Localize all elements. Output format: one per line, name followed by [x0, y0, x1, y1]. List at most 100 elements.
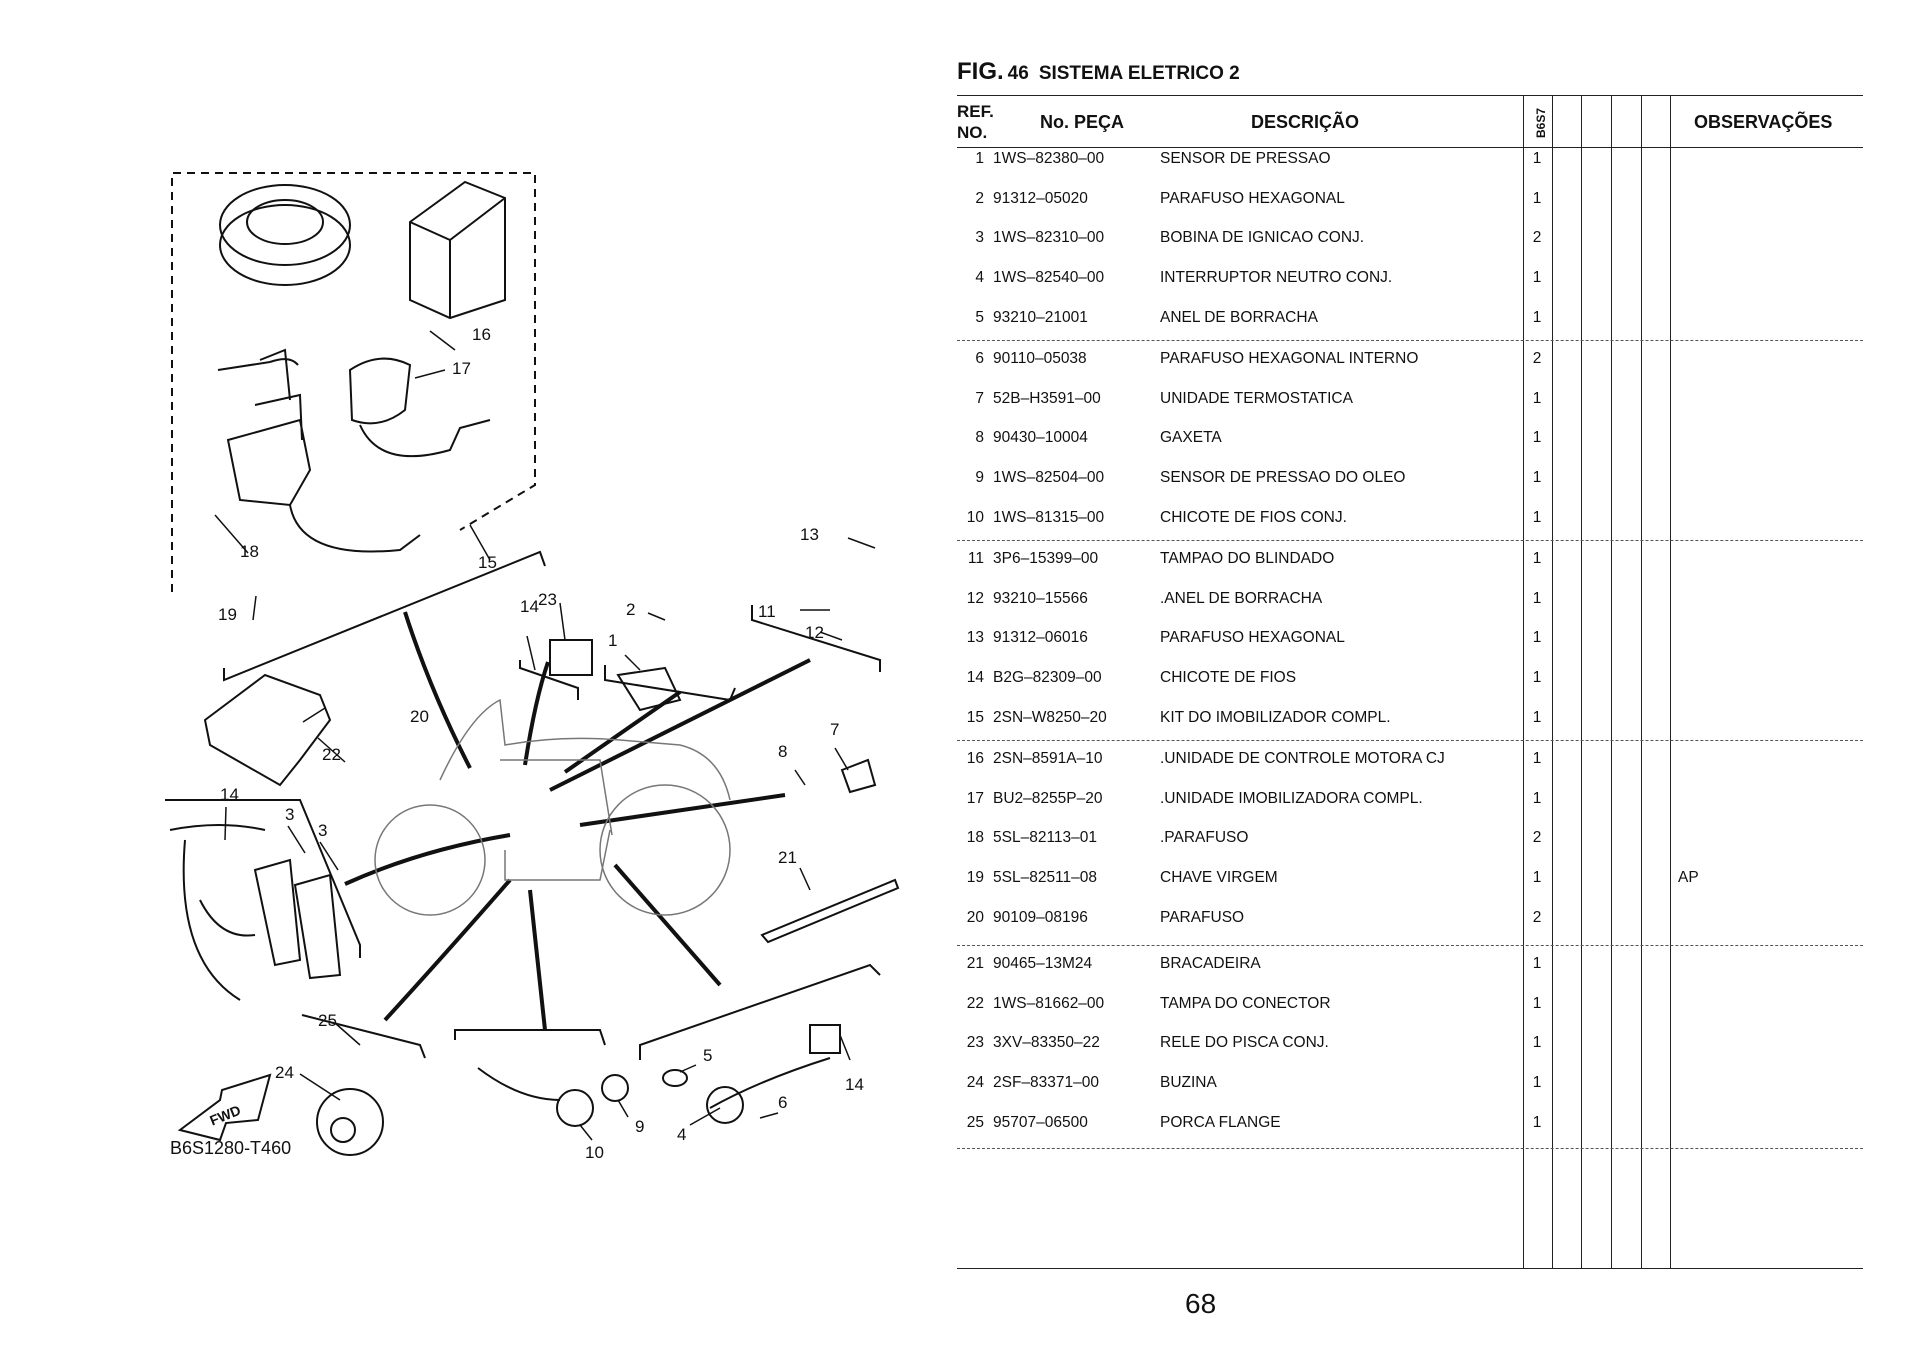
callout-number: 13 — [800, 525, 819, 544]
description-cell: .ANEL DE BORRACHA — [1160, 589, 1323, 607]
ref-no-cell: 15 — [966, 708, 984, 726]
figure-name: SISTEMA ELETRICO 2 — [1038, 63, 1240, 84]
cable-tie-drawing — [760, 878, 900, 944]
sub-harness-drawing — [169, 824, 266, 1001]
part-no-cell: 2SN–W8250–20 — [993, 708, 1107, 726]
callout-number: 19 — [218, 605, 237, 624]
group-bracket-plug — [751, 605, 881, 672]
group-bracket-pressure — [604, 665, 736, 702]
relay-drawing — [549, 639, 593, 676]
callout-number: 3 — [285, 805, 294, 824]
callout-number: 10 — [585, 1143, 604, 1162]
description-cell: .UNIDADE IMOBILIZADORA COMPL. — [1160, 789, 1423, 807]
part-no-cell: 2SF–83371–00 — [993, 1074, 1100, 1092]
description-cell: PARAFUSO — [1160, 908, 1245, 926]
table-bottom-rule — [957, 1268, 1863, 1269]
table-row: 15 2SN–W8250–20 KIT DO IMOBILIZADOR COMPL.… — [957, 709, 1863, 731]
description-cell: GAXETA — [1160, 429, 1222, 447]
fwd-arrow — [177, 1073, 272, 1142]
part-no-cell: 1WS–82504–00 — [993, 469, 1105, 487]
part-no-cell: 93210–15566 — [993, 589, 1088, 607]
callout-number: 17 — [452, 359, 471, 378]
ignition-coil-drawing — [253, 858, 342, 980]
table-row: 6 90110–05038 PARAFUSO HEXAGONAL INTERNO 2 — [957, 350, 1863, 372]
group-bracket-harness — [639, 963, 881, 1060]
quantity-cell: 2 — [1532, 350, 1542, 367]
description-cell: ANEL DE BORRACHA — [1160, 308, 1318, 326]
table-top-rule — [957, 95, 1863, 96]
page-number: 68 — [1185, 1288, 1217, 1319]
part-no-cell: 90110–05038 — [993, 350, 1087, 367]
ref-no-cell: 2 — [975, 189, 984, 207]
callout-number: 7 — [830, 720, 839, 739]
ref-no-cell: 11 — [967, 550, 984, 567]
callout-number: 21 — [778, 848, 797, 867]
callout-number: 16 — [472, 325, 491, 344]
pressure-sensor-drawing — [616, 666, 682, 712]
quantity-cell: 1 — [1532, 550, 1542, 567]
description-cell: PARAFUSO HEXAGONAL — [1160, 189, 1345, 207]
part-no-cell: BU2–8255P–20 — [993, 789, 1103, 807]
description-cell: TAMPAO DO BLINDADO — [1160, 550, 1335, 567]
header-ref-line1: REF. — [957, 102, 994, 121]
callout-number: 15 — [478, 553, 497, 572]
quantity-cell: 1 — [1532, 789, 1542, 807]
part-no-cell: 91312–06016 — [993, 629, 1088, 647]
ref-no-cell: 7 — [975, 389, 984, 407]
ref-no-cell: 24 — [966, 1074, 984, 1092]
callout-number: 22 — [322, 745, 341, 764]
ref-no-cell: 4 — [975, 269, 984, 287]
col-divider-4 — [1611, 95, 1612, 1269]
group-bracket-kit — [223, 550, 546, 682]
description-cell: PARAFUSO HEXAGONAL INTERNO — [1160, 350, 1419, 367]
quantity-cell: 1 — [1532, 1034, 1542, 1052]
callout-number: 11 — [758, 602, 776, 621]
group-bracket-relay — [519, 660, 579, 700]
quantity-cell: 1 — [1532, 150, 1542, 167]
part-no-cell: 52B–H3591–00 — [993, 389, 1101, 407]
part-no-cell: 90465–13M24 — [993, 955, 1093, 972]
quantity-cell: 1 — [1532, 1113, 1542, 1131]
header-model-code: B6S7 — [1534, 107, 1548, 139]
description-cell: PORCA FLANGE — [1160, 1113, 1281, 1131]
description-cell: INTERRUPTOR NEUTRO CONJ. — [1160, 269, 1393, 287]
col-divider-5 — [1641, 95, 1642, 1269]
callout-number: 2 — [626, 600, 635, 619]
quantity-cell: 1 — [1532, 750, 1542, 767]
part-no-cell: 95707–06500 — [993, 1113, 1088, 1131]
callout-number: 12 — [805, 623, 824, 642]
part-no-cell: 90109–08196 — [993, 908, 1088, 926]
callout-number: 9 — [635, 1117, 644, 1136]
header-description: DESCRIÇÃO — [1251, 112, 1360, 132]
callout-number: 14 — [845, 1075, 864, 1094]
key-drawing — [217, 358, 299, 371]
description-cell: BOBINA DE IGNICAO CONJ. — [1160, 229, 1365, 247]
ref-no-cell: 10 — [966, 508, 984, 526]
header-ref-no: REF. NO. — [957, 101, 994, 143]
description-cell: KIT DO IMOBILIZADOR COMPL. — [1160, 708, 1391, 726]
description-cell: .UNIDADE DE CONTROLE MOTORA CJ — [1160, 750, 1445, 767]
ref-no-cell: 13 — [966, 629, 984, 647]
callout-number: 23 — [538, 590, 557, 609]
col-divider-2 — [1552, 95, 1553, 1269]
ref-no-cell: 6 — [975, 350, 984, 367]
quantity-cell: 1 — [1532, 189, 1542, 207]
callout-number: 18 — [240, 542, 259, 561]
description-cell: RELE DO PISCA CONJ. — [1160, 1034, 1329, 1052]
part-no-cell: 1WS–82380–00 — [993, 150, 1105, 167]
quantity-cell: 1 — [1532, 469, 1542, 487]
horn-drawing — [316, 1088, 384, 1156]
description-cell: BRACADEIRA — [1160, 955, 1261, 972]
